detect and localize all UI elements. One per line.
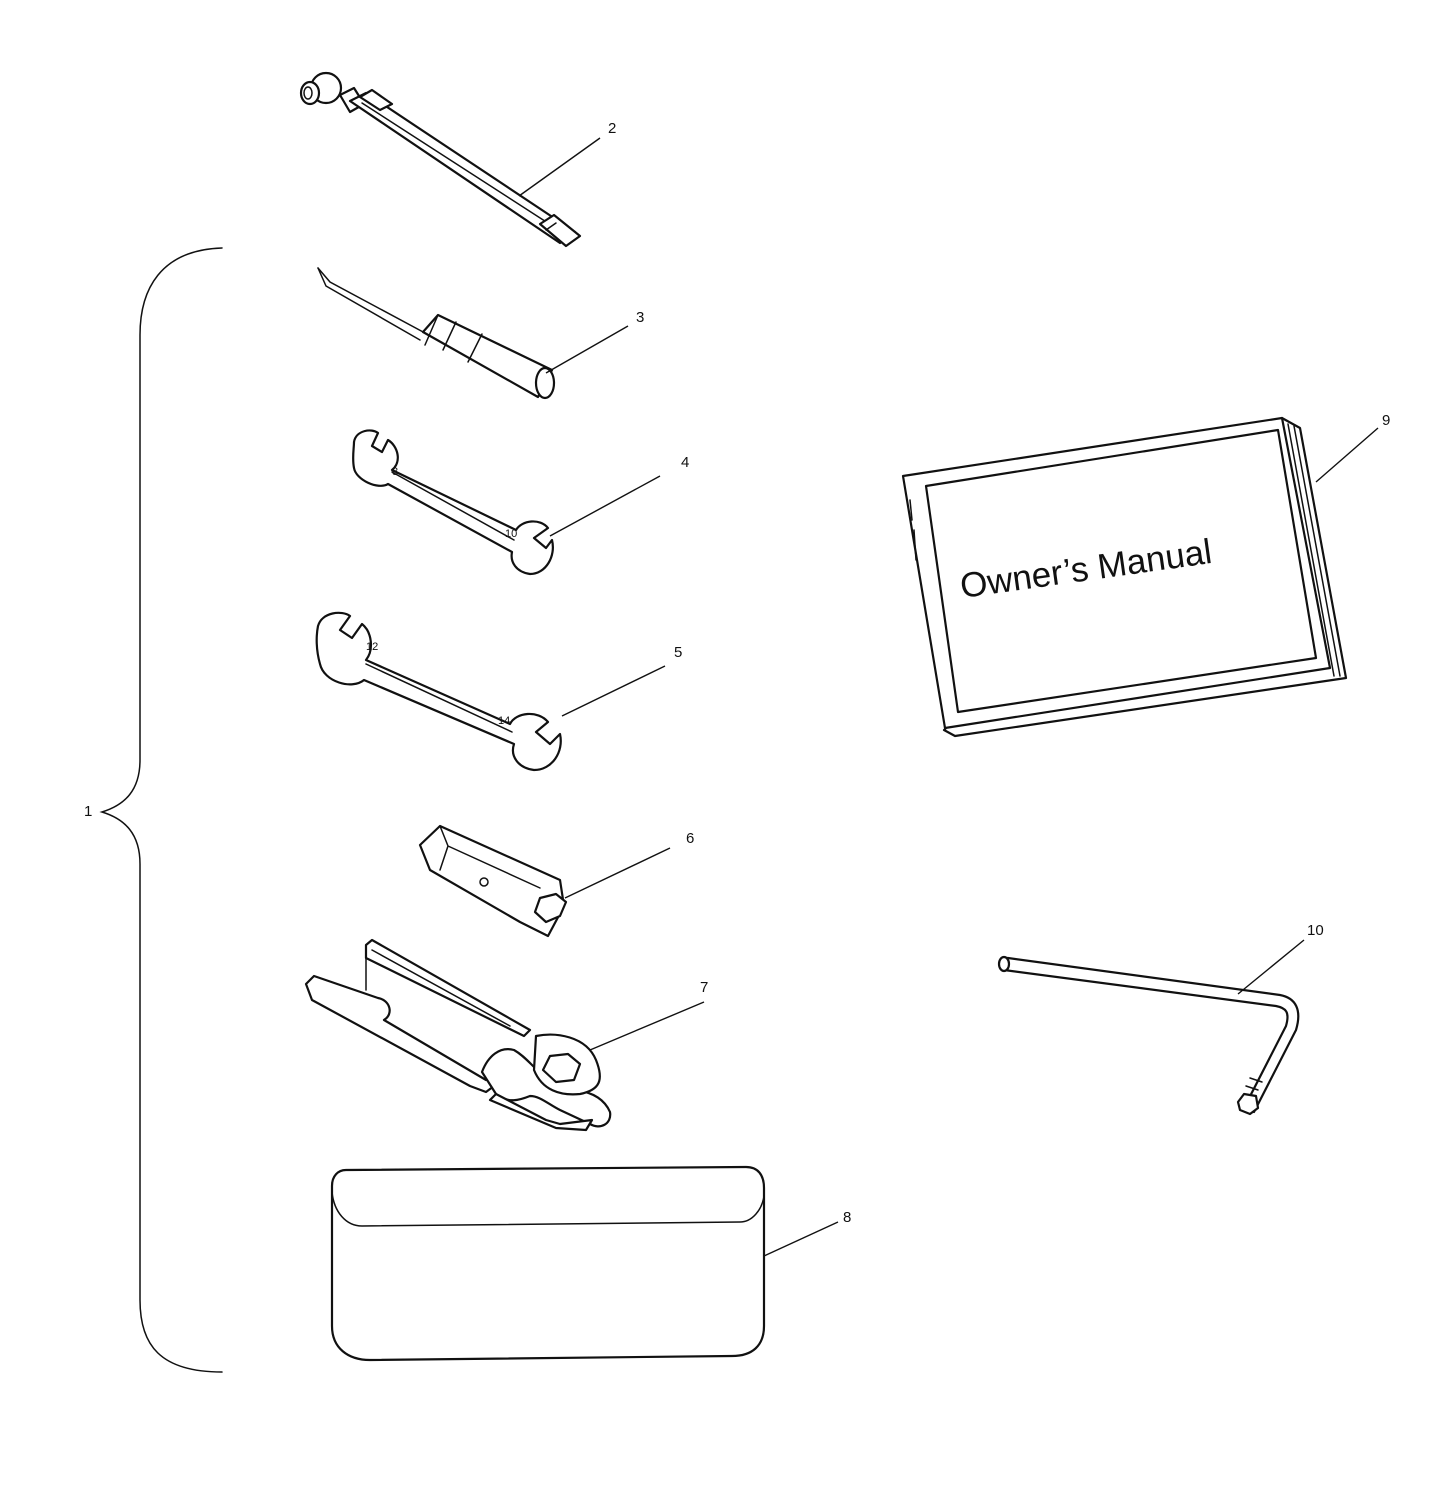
tire-pressure-gauge — [299, 71, 582, 248]
wrench-small-size-a: 8 — [392, 466, 398, 478]
wrench-small — [352, 429, 554, 576]
callout-7: 7 — [700, 979, 708, 996]
spark-plug-socket — [418, 824, 568, 938]
wrench-large-size-a: 12 — [366, 641, 378, 653]
callout-4: 4 — [681, 454, 689, 471]
wrench-large-size-b: 14 — [498, 715, 510, 727]
callout-1: 1 — [84, 803, 92, 820]
pin-spanner — [304, 938, 612, 1132]
callout-10: 10 — [1307, 922, 1324, 939]
callout-8: 8 — [843, 1209, 851, 1226]
tool-pouch — [330, 1165, 766, 1362]
screwdriver — [317, 267, 556, 400]
callout-6: 6 — [686, 830, 694, 847]
callout-9: 9 — [1382, 412, 1390, 429]
wrench-large — [315, 611, 562, 772]
callout-3: 3 — [636, 309, 644, 326]
kit-group-brace — [99, 247, 223, 1373]
owners-manual: Owner’s Manual — [901, 416, 1348, 738]
callout-2: 2 — [608, 120, 616, 137]
wrench-small-size-b: 10 — [505, 528, 517, 540]
callout-5: 5 — [674, 644, 682, 661]
hex-key — [997, 955, 1300, 1116]
